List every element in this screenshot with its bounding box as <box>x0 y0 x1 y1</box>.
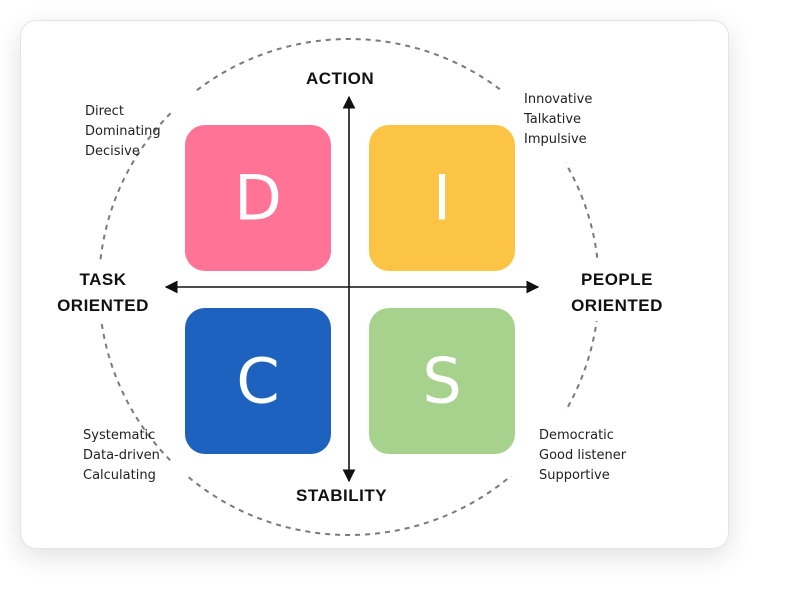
trait-item: Democratic <box>539 428 614 443</box>
quadrant-c-box <box>185 308 331 454</box>
trait-item: Decisive <box>85 144 140 159</box>
trait-item: Good listener <box>539 448 627 463</box>
traits-d: Direct Dominating Decisive <box>85 102 161 162</box>
quadrant-c-letter: C <box>236 345 279 418</box>
axis-label-task-oriented: TASK ORIENTED <box>43 267 163 319</box>
trait-item: Systematic <box>83 428 156 443</box>
quadrant-i: I <box>369 125 515 271</box>
axis-label-task-line1: TASK <box>79 270 127 289</box>
trait-item: Dominating <box>85 124 161 139</box>
trait-item: Impulsive <box>524 132 587 147</box>
trait-item: Direct <box>85 104 124 119</box>
quadrant-d-letter: D <box>234 162 282 235</box>
disc-diagram: D I C S <box>98 38 600 536</box>
quadrant-s-letter: S <box>422 345 461 418</box>
quadrant-d: D <box>185 125 331 271</box>
axis-label-people-line1: PEOPLE <box>581 270 653 289</box>
trait-item: Calculating <box>83 468 156 483</box>
axis-label-people-line2: ORIENTED <box>571 296 663 315</box>
quadrant-d-box <box>185 125 331 271</box>
quadrant-c: C <box>185 308 331 454</box>
traits-i: Innovative Talkative Impulsive <box>524 90 592 150</box>
trait-item: Innovative <box>524 92 593 107</box>
quadrant-i-box <box>369 125 515 271</box>
trait-item: Data-driven <box>83 448 160 463</box>
axis-label-action: ACTION <box>306 69 375 88</box>
trait-item: Talkative <box>524 112 582 127</box>
traits-c: Systematic Data-driven Calculating <box>83 426 160 486</box>
axis-label-stability: STABILITY <box>296 486 388 505</box>
quadrant-i-letter: I <box>433 162 451 235</box>
traits-s: Democratic Good listener Supportive <box>539 426 626 486</box>
trait-item: Supportive <box>539 468 610 483</box>
quadrant-s-box <box>369 308 515 454</box>
axis-label-people-oriented: PEOPLE ORIENTED <box>557 267 677 319</box>
disc-diagram-card: D I C S ACTION STABILITY TASK ORIENTED P… <box>20 20 729 549</box>
axis-label-task-line2: ORIENTED <box>57 296 149 315</box>
quadrant-s: S <box>369 308 515 454</box>
